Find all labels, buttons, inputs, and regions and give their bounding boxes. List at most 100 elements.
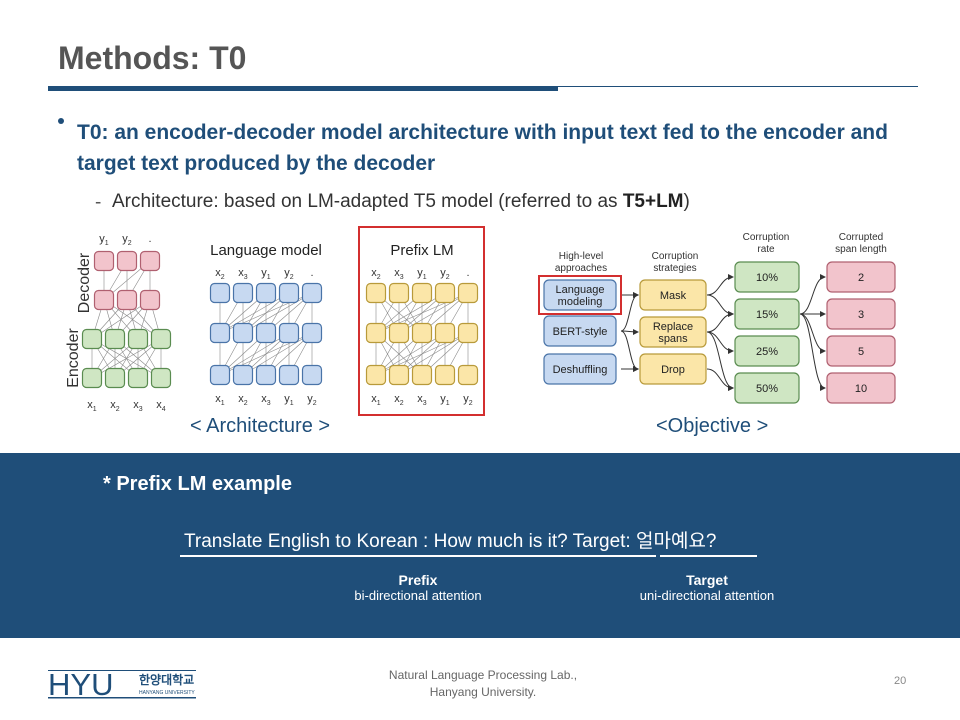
lm-cell [301, 364, 323, 386]
flow-arrow [706, 274, 734, 296]
prefix-lm-cell [411, 364, 433, 386]
lm-cell [232, 322, 254, 344]
objective-caption: <Objective > [656, 415, 769, 437]
main-bullet: T0: an encoder-decoder model architectur… [77, 121, 888, 175]
lm-cell [301, 322, 323, 344]
span-node [826, 372, 896, 404]
target-desc: uni-directional attention [639, 588, 775, 603]
strategy-node [639, 316, 707, 348]
strategy-node-label: spans [658, 333, 688, 345]
prefix-lm-cell [457, 364, 479, 386]
flow-arrow [620, 328, 639, 335]
logo-hyu-text: HYU [48, 668, 113, 700]
prefix-lm-output-token: x3 [394, 267, 404, 281]
footer-lab-name: Natural Language Processing Lab., Hanyan… [383, 667, 583, 701]
lm-output-token: x2 [215, 267, 225, 281]
decoder-cell [116, 289, 138, 311]
strategy-node-label: Replace [653, 321, 693, 333]
prefix-lm-cell [388, 282, 410, 304]
logo-english-text: HANYANG UNIVERSITY [139, 690, 195, 696]
encoder-cell [81, 328, 103, 350]
flow-arrow [620, 330, 639, 372]
prefix-lm-cell [411, 322, 433, 344]
prefix-lm-cell [365, 322, 387, 344]
lm-cell [209, 364, 231, 386]
prefix-lm-title: Prefix LM [390, 242, 453, 259]
page-number: 20 [894, 675, 907, 687]
attention-line [398, 332, 469, 376]
prefix-lm-input-token: y1 [440, 393, 450, 407]
prefix-lm-output-token: y1 [417, 267, 427, 281]
prefix-lm-input-token: y2 [463, 393, 473, 407]
lm-cell [301, 282, 323, 304]
prefix-lm-cell [365, 364, 387, 386]
encoder-cell [127, 328, 149, 350]
example-prefix-text: Translate English to Korean : How much i… [184, 531, 636, 552]
target-label-group: Target uni-directional attention [607, 572, 807, 603]
encdec-input-token: x4 [156, 399, 166, 413]
encoder-cell [150, 328, 172, 350]
prefix-underline [180, 555, 656, 557]
span-node-label: 10 [855, 383, 867, 395]
example-sentence: Translate English to Korean : How much i… [184, 526, 717, 553]
approach-node [543, 353, 617, 385]
flow-arrow [706, 311, 734, 333]
decoder-cell [93, 289, 115, 311]
footer-line-1: Natural Language Processing Lab., [388, 668, 578, 682]
decoder-cell [116, 250, 138, 272]
encoder-cell [150, 367, 172, 389]
header-high-level-1: High-level [559, 251, 603, 262]
prefix-lm-highlight-box [358, 226, 485, 416]
header-rate-1: Corruption [743, 232, 790, 243]
prefix-lm-cell [457, 282, 479, 304]
lm-cell [255, 322, 277, 344]
header-rate-2: rate [757, 244, 775, 255]
header-span-1: Corrupted [839, 232, 883, 243]
prefix-lm-cell [411, 282, 433, 304]
attention-line [398, 292, 469, 334]
lm-cell [209, 322, 231, 344]
sub-bullet: Architecture: based on LM-adapted T5 mod… [112, 191, 690, 213]
lm-cell [278, 322, 300, 344]
decoder-cell [93, 250, 115, 272]
sub-bullet-bold: T5+LM [622, 191, 684, 212]
hanyang-university-logo: HYU 한양대학교 HANYANG UNIVERSITY [48, 668, 196, 700]
prefix-lm-input-token: x3 [417, 393, 427, 407]
rate-node [734, 372, 800, 404]
lm-cell [278, 364, 300, 386]
lm-input-token: x3 [261, 393, 271, 407]
prefix-lm-cell [365, 282, 387, 304]
approach-node-label: modeling [558, 296, 603, 308]
strategy-node-label: Mask [660, 290, 687, 302]
encoder-label: Encoder [65, 328, 82, 388]
lm-input-token: x2 [238, 393, 248, 407]
prefix-label: Prefix [398, 572, 438, 588]
encdec-output-token: y1 [99, 233, 109, 247]
attention-line [242, 292, 313, 334]
flow-arrow [706, 331, 734, 354]
flow-arrow [799, 313, 826, 391]
footer-line-2: Hanyang University. [429, 685, 537, 699]
prefix-lm-output-token: y2 [440, 267, 450, 281]
strategy-node [639, 353, 707, 385]
flow-arrow [799, 313, 826, 354]
rate-node-label: 10% [756, 272, 778, 284]
attention-line [219, 332, 290, 376]
prefix-lm-cell [388, 364, 410, 386]
encdec-output-token: y2 [122, 233, 132, 247]
lm-cell [209, 282, 231, 304]
rate-node-label: 25% [756, 346, 778, 358]
prefix-lm-cell [434, 322, 456, 344]
logo-korean-text: 한양대학교 [139, 672, 194, 687]
encdec-output-token: . [148, 233, 151, 245]
slide-title: Methods: T0 [58, 40, 247, 76]
prefix-lm-example-panel [0, 453, 960, 638]
flow-arrow [620, 292, 639, 332]
lm-input-token: x1 [215, 393, 225, 407]
prefix-lm-input-token: x2 [394, 393, 404, 407]
flow-arrow [706, 331, 734, 391]
attention-line [91, 338, 162, 379]
target-label: Target [686, 572, 728, 588]
prefix-lm-output-token: . [466, 267, 469, 279]
example-target-text: 얼마예요? [636, 531, 717, 552]
